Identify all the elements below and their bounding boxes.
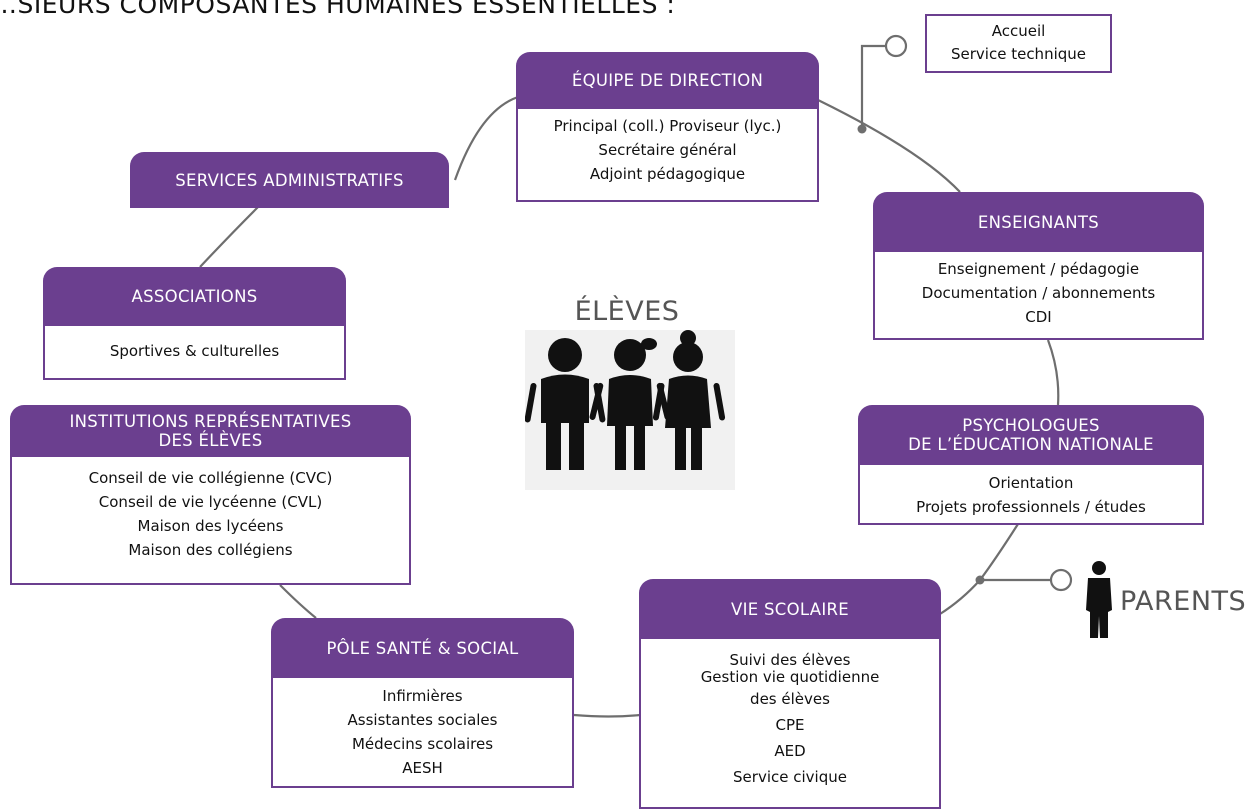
accueil-box: Accueil Service technique — [925, 14, 1112, 73]
node-institutions-representatives: INSTITUTIONS REPRÉSENTATIVES DES ÉLÈVES … — [10, 405, 411, 585]
node-title-line: PSYCHOLOGUES — [962, 416, 1100, 435]
node-line: Projets professionnels / études — [916, 498, 1146, 516]
node-title: PÔLE SANTÉ & SOCIAL — [271, 618, 574, 678]
node-title: ÉQUIPE DE DIRECTION — [516, 52, 819, 109]
node-line: AED — [774, 742, 806, 760]
node-line: Secrétaire général — [598, 141, 737, 159]
accueil-line: Accueil — [991, 22, 1046, 40]
node-line: Enseignement / pédagogie — [937, 260, 1140, 278]
node-title: PSYCHOLOGUES DE L’ÉDUCATION NATIONALE — [858, 405, 1204, 465]
node-enseignants: ENSEIGNANTS Enseignement / pédagogie Doc… — [873, 192, 1204, 340]
connector-ring-icon — [884, 34, 908, 58]
accueil-line: Service technique — [951, 45, 1086, 63]
node-pole-sante-social: PÔLE SANTÉ & SOCIAL Infirmières Assistan… — [271, 618, 574, 788]
students-group-icon — [525, 330, 726, 470]
center-label-eleves: ÉLÈVES — [574, 296, 680, 327]
page-heading: …SIEURS COMPOSANTES HUMAINES ESSENTIELLE… — [0, 0, 676, 19]
node-title-line: DE L’ÉDUCATION NATIONALE — [908, 435, 1154, 454]
node-title: VIE SCOLAIRE — [639, 579, 941, 639]
node-title-line: DES ÉLÈVES — [158, 431, 263, 450]
node-title-line: INSTITUTIONS REPRÉSENTATIVES — [69, 412, 352, 431]
node-line: Suivi des élèves — [729, 651, 851, 669]
node-line: Principal (coll.) Proviseur (lyc.) — [553, 117, 782, 135]
node-line: Conseil de vie lycéenne (CVL) — [98, 493, 323, 511]
node-line: Assistantes sociales — [347, 711, 498, 729]
node-body: Infirmières Assistantes sociales Médecin… — [271, 678, 574, 788]
node-line: Service civique — [733, 768, 847, 786]
node-line: Infirmières — [382, 687, 463, 705]
node-psychologues: PSYCHOLOGUES DE L’ÉDUCATION NATIONALE Or… — [858, 405, 1204, 525]
node-line: des élèves — [750, 690, 830, 708]
node-line: Maison des lycéens — [137, 517, 284, 535]
connector-ring-icon — [1049, 568, 1073, 592]
node-line: Documentation / abonnements — [921, 284, 1156, 302]
parent-figure-icon — [1086, 561, 1112, 638]
node-body: Conseil de vie collégienne (CVC) Conseil… — [10, 457, 411, 585]
node-body: Enseignement / pédagogie Documentation /… — [873, 252, 1204, 340]
node-equipe-direction: ÉQUIPE DE DIRECTION Principal (coll.) Pr… — [516, 52, 819, 202]
node-line: Maison des collégiens — [128, 541, 293, 559]
node-vie-scolaire: VIE SCOLAIRE Suivi des élèves Gestion vi… — [639, 579, 941, 809]
node-line: CDI — [1025, 308, 1052, 326]
node-body: Principal (coll.) Proviseur (lyc.) Secré… — [516, 109, 819, 202]
node-line: Sportives & culturelles — [109, 342, 280, 360]
connector-dot — [975, 575, 985, 585]
node-title: ENSEIGNANTS — [873, 192, 1204, 252]
node-line: Gestion vie quotidienne — [700, 668, 880, 686]
parents-label: PARENTS — [1120, 586, 1247, 617]
node-title: ASSOCIATIONS — [43, 267, 346, 326]
node-line: AESH — [402, 759, 443, 777]
node-title: INSTITUTIONS REPRÉSENTATIVES DES ÉLÈVES — [10, 405, 411, 457]
node-line: Médecins scolaires — [351, 735, 494, 753]
node-line: CPE — [775, 716, 805, 734]
node-line: Orientation — [988, 474, 1074, 492]
node-body: Orientation Projets professionnels / étu… — [858, 465, 1204, 525]
node-associations: ASSOCIATIONS Sportives & culturelles — [43, 267, 346, 380]
node-body: Suivi des élèves Gestion vie quotidienne… — [639, 639, 941, 809]
connector-dot — [857, 124, 867, 134]
node-body: Sportives & culturelles — [43, 326, 346, 380]
node-line: Adjoint pédagogique — [589, 165, 746, 183]
node-line: Conseil de vie collégienne (CVC) — [88, 469, 333, 487]
node-services-administratifs: SERVICES ADMINISTRATIFS — [130, 152, 449, 208]
